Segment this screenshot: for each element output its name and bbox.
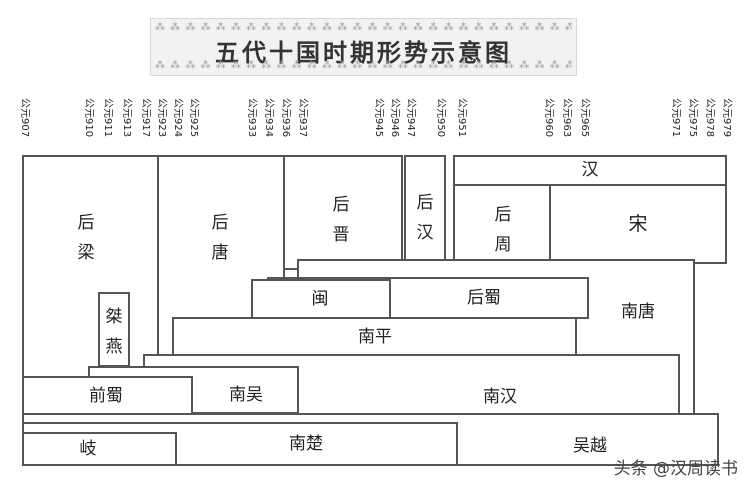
houjin-box [283, 155, 403, 270]
nanping-label: 南平 [358, 327, 392, 347]
min-label: 闽 [311, 289, 329, 309]
title-banner: ⁂ ⁂ ⁂ ⁂ ⁂ ⁂ ⁂ ⁂ ⁂ ⁂ ⁂ ⁂ ⁂ ⁂ ⁂ ⁂ ⁂ ⁂ ⁂ ⁂ … [150, 18, 577, 76]
houhan-box [404, 155, 446, 261]
banner-pattern-bottom: ⁂ ⁂ ⁂ ⁂ ⁂ ⁂ ⁂ ⁂ ⁂ ⁂ ⁂ ⁂ ⁂ ⁂ ⁂ ⁂ ⁂ ⁂ ⁂ ⁂ … [155, 60, 572, 71]
houshu-label: 后蜀 [467, 288, 501, 308]
jieyan-label: 桀燕 [105, 307, 123, 357]
nanwu-label: 南吴 [229, 385, 263, 405]
houliang-label: 后梁 [77, 213, 95, 263]
wuyue-label: 吴越 [573, 436, 607, 456]
qianshu-label: 前蜀 [89, 386, 123, 406]
houjin-label: 后晋 [332, 195, 350, 245]
nanchu-label: 南楚 [289, 434, 323, 454]
watermark: 头条 @汉周读书 [613, 459, 738, 479]
min-box [251, 279, 391, 319]
houzhou-label: 后周 [494, 205, 512, 255]
diagram-title: 五代十国时期形势示意图 [215, 38, 512, 67]
nantang-label: 南唐 [621, 302, 655, 322]
qi-box [22, 432, 177, 466]
houliang-box [22, 155, 160, 385]
han-label: 汉 [581, 160, 599, 180]
houhan-label: 后汉 [416, 193, 434, 243]
song-label: 宋 [628, 213, 648, 235]
banner-pattern-top: ⁂ ⁂ ⁂ ⁂ ⁂ ⁂ ⁂ ⁂ ⁂ ⁂ ⁂ ⁂ ⁂ ⁂ ⁂ ⁂ ⁂ ⁂ ⁂ ⁂ … [155, 22, 572, 33]
qi-label: 岐 [79, 439, 97, 459]
nanhan-label: 南汉 [483, 387, 517, 407]
houtang-label: 后唐 [211, 213, 229, 263]
